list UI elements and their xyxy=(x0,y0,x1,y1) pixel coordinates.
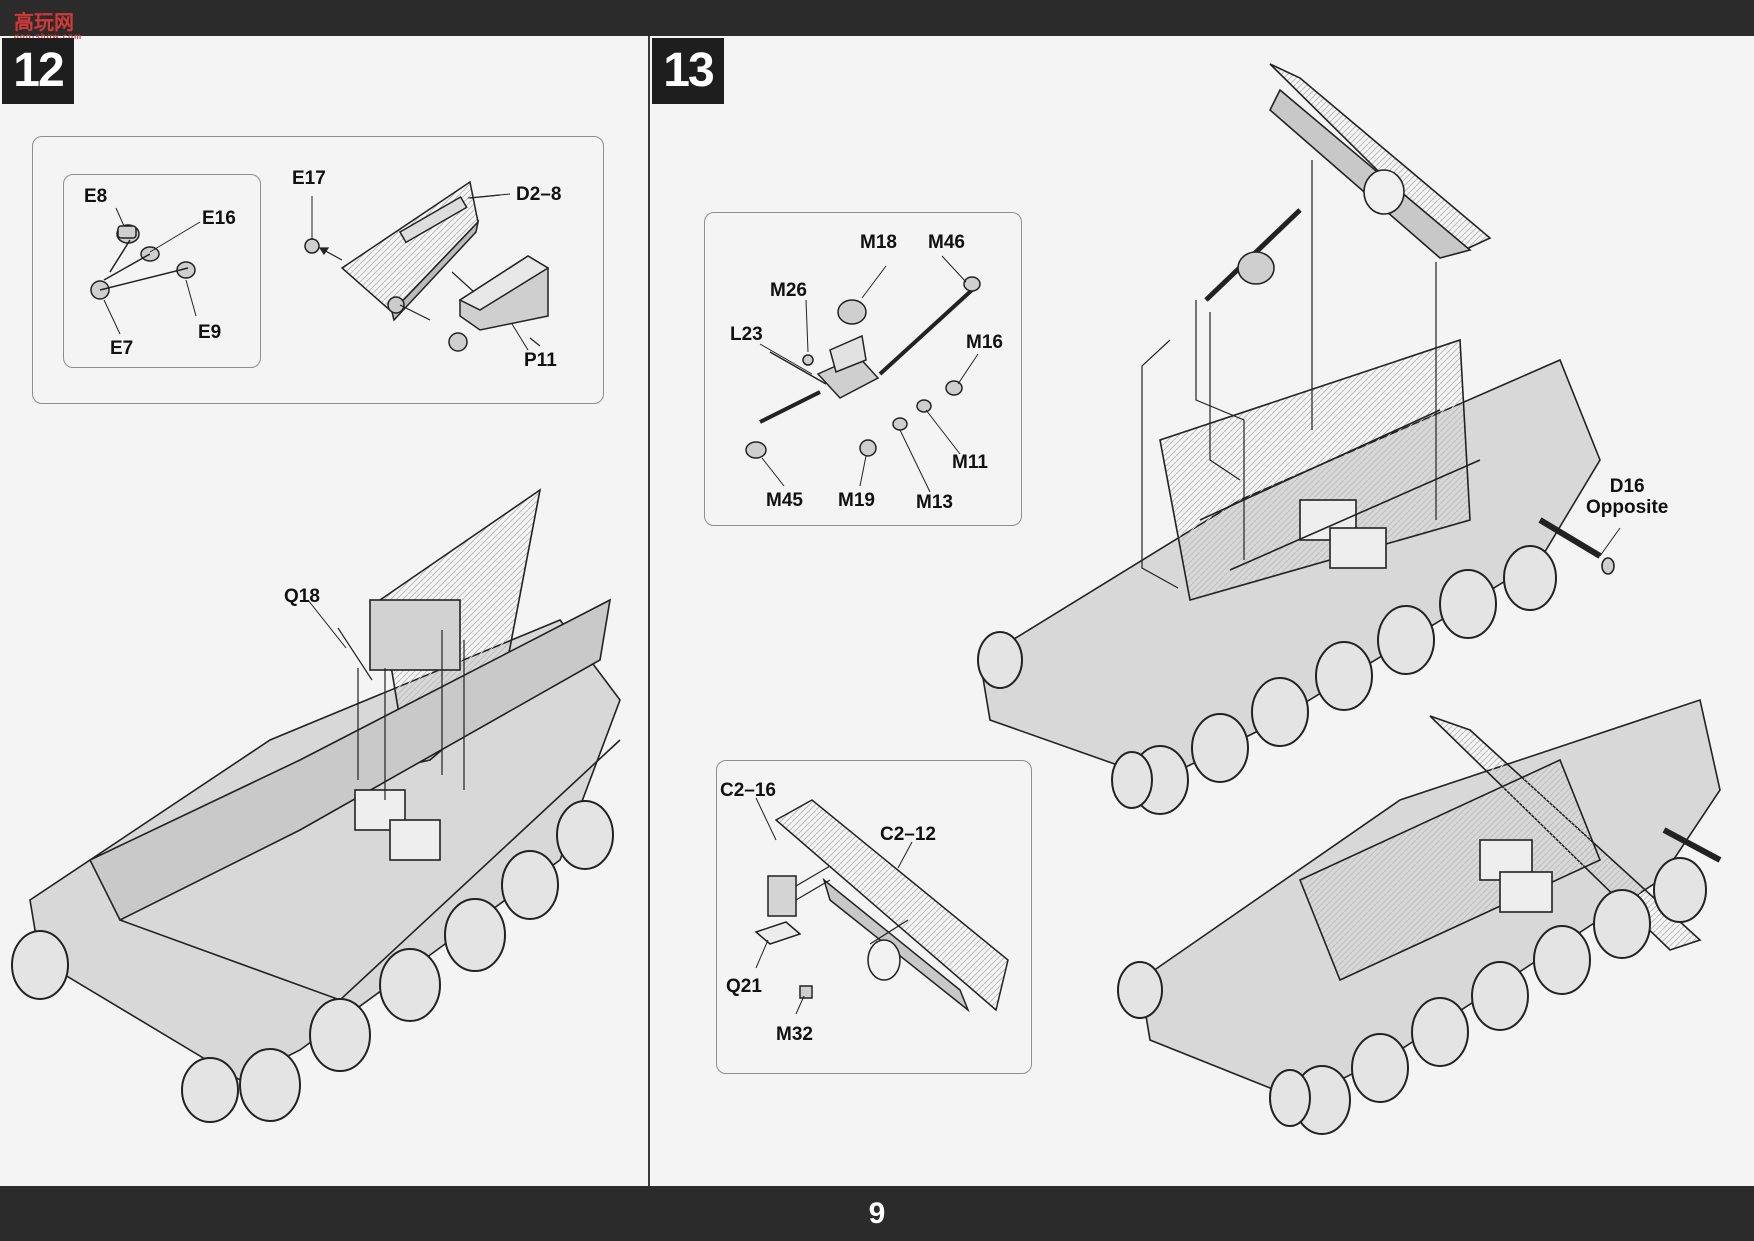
column-divider xyxy=(648,36,650,1186)
label-m26: M26 xyxy=(770,280,807,301)
label-e17: E17 xyxy=(292,168,326,189)
label-m46: M46 xyxy=(928,232,965,253)
step-13-number: 13 xyxy=(652,38,724,104)
label-m11: M11 xyxy=(952,452,988,473)
watermark-sub: goo-show.com xyxy=(14,32,83,41)
step-12-q18-arrows xyxy=(337,627,465,800)
label-e8: E8 xyxy=(84,186,108,207)
step-12-road-wheels xyxy=(11,800,614,1123)
label-m45: M45 xyxy=(766,490,803,511)
label-e7: E7 xyxy=(110,338,134,359)
step-12-subdetail-panel xyxy=(63,174,261,368)
c2-12-subassembly xyxy=(754,799,1009,1013)
step-13-upper-wheels xyxy=(977,545,1557,815)
c2-12-arrows xyxy=(795,865,909,945)
e-parts-subassembly xyxy=(90,224,196,300)
watermark-text: 高玩网 xyxy=(14,12,74,34)
step-12-number: 12 xyxy=(2,38,74,104)
label-d2-8: D2–8 xyxy=(516,184,562,205)
label-p11: P11 xyxy=(524,350,557,371)
label-opposite: Opposite xyxy=(1586,497,1669,518)
label-c2-12: C2–12 xyxy=(880,824,936,845)
label-m19: M19 xyxy=(838,490,875,511)
label-e16: E16 xyxy=(202,208,236,229)
step-13-gearbox-panel xyxy=(704,212,1022,526)
label-m13: M13 xyxy=(916,492,953,513)
step-13-upper-hull xyxy=(979,63,1615,781)
label-q18: Q18 xyxy=(284,586,320,607)
d2-8-subassembly xyxy=(304,180,550,352)
label-e9: E9 xyxy=(198,322,222,343)
step-12-detail-panel xyxy=(32,136,604,404)
bottom-bar xyxy=(0,1186,1754,1241)
leader-lines xyxy=(103,193,1621,1015)
label-d16: D16 xyxy=(1609,476,1645,497)
label-q21: Q21 xyxy=(726,976,762,997)
watermark-logo: 高玩网 goo-show.com xyxy=(14,6,82,41)
label-m18: M18 xyxy=(860,232,897,253)
page-number: 9 xyxy=(868,1197,886,1230)
label-c2-16: C2–16 xyxy=(720,780,776,801)
gearbox-subassembly xyxy=(745,276,981,459)
label-m16: M16 xyxy=(966,332,1003,353)
label-d16-opposite: D16 Opposite xyxy=(1586,476,1668,518)
step-13-lower-wheels xyxy=(1117,857,1707,1135)
label-l23: L23 xyxy=(730,324,763,345)
step-13-assembly-arrows xyxy=(1141,160,1437,589)
label-m32: M32 xyxy=(776,1024,813,1045)
step-13-plate-panel xyxy=(716,760,1032,1074)
step-12-hull xyxy=(29,488,621,1081)
top-bar xyxy=(0,0,1754,36)
